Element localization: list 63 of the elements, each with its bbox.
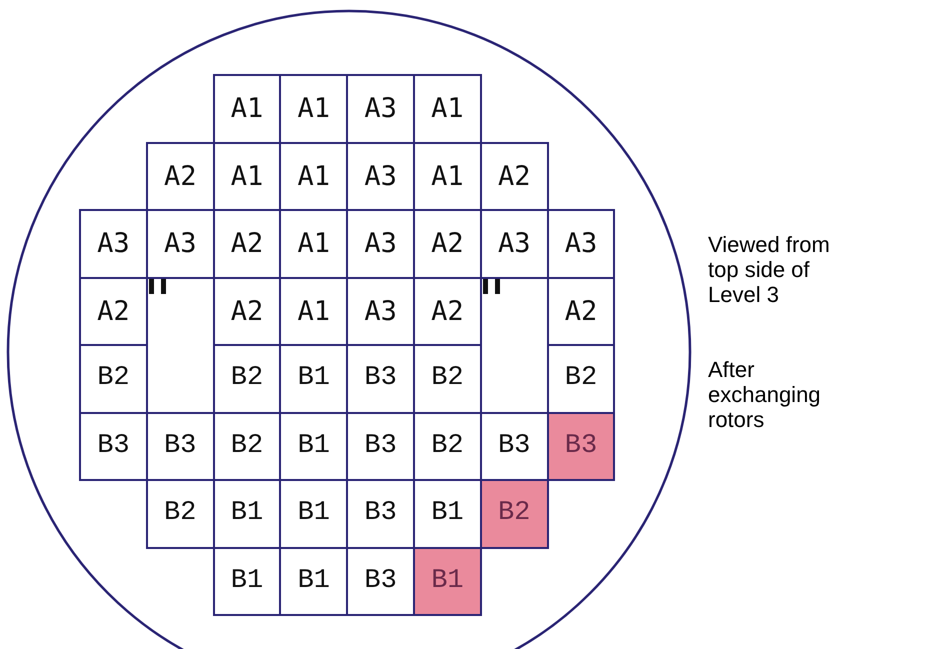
note-text: Viewed from top side of Level 3: [708, 232, 831, 307]
cell-label: A3: [364, 230, 397, 258]
note-text: After exchanging rotors: [708, 357, 822, 432]
cell-label: B3: [364, 365, 397, 392]
grid-cell: [212, 74, 282, 144]
cell-label: A3: [364, 162, 397, 190]
grid-cell: [79, 209, 148, 278]
grid-cell: [480, 142, 549, 211]
cell-label: A2: [164, 162, 196, 190]
cell-label: B3: [364, 568, 397, 595]
cell-label: B2: [230, 432, 264, 460]
grid-cell: [212, 546, 282, 616]
cell-label: A1: [230, 162, 264, 190]
grid-cell: [146, 142, 215, 211]
cell-label: B1: [298, 432, 330, 460]
cell-label: B3: [564, 432, 598, 460]
cell-label: A1: [298, 230, 330, 258]
grid-cell: [546, 412, 616, 481]
grid-cell: [480, 479, 549, 548]
cell-label: A1: [230, 95, 264, 122]
cell-label: B2: [230, 365, 264, 392]
cell-label: A2: [230, 230, 264, 258]
grid-cell: [413, 546, 482, 616]
cell-label: A1: [431, 162, 464, 190]
cell-label: B2: [498, 500, 530, 528]
cell-label: A1: [298, 298, 330, 325]
cell-label: B3: [97, 432, 130, 460]
cell-label: B1: [298, 568, 330, 595]
cell-label: B1: [298, 500, 330, 528]
cell-label: B1: [230, 500, 264, 528]
cell-label: A3: [164, 230, 196, 258]
cell-label: B2: [564, 365, 598, 392]
wafer-outline: [6, 9, 692, 649]
cell-label: B3: [364, 432, 397, 460]
cell-label: A2: [564, 298, 598, 325]
cell-label: B2: [431, 365, 464, 392]
cell-label: B3: [164, 432, 196, 460]
cell-label: A3: [97, 230, 130, 258]
cell-label: A1: [298, 95, 330, 122]
cell-label: A2: [498, 162, 530, 190]
cell-label: B2: [164, 500, 196, 528]
cell-label: B2: [431, 432, 464, 460]
cell-label: B3: [498, 432, 530, 460]
cell-label: A2: [431, 230, 464, 258]
cell-label: B3: [364, 500, 397, 528]
cell-label: B2: [97, 365, 130, 392]
cell-label: A3: [564, 230, 598, 258]
cell-label: A2: [97, 298, 130, 325]
cell-label: B1: [431, 568, 464, 595]
cell-label: A2: [230, 298, 264, 325]
grid-cell: [146, 479, 215, 548]
cell-label: A3: [498, 230, 530, 258]
cell-label: A3: [364, 298, 397, 325]
cell-label: A3: [364, 95, 397, 122]
cell-label: A1: [298, 162, 330, 190]
grid-cell: [546, 209, 616, 278]
cell-label: B1: [230, 568, 264, 595]
grid-cell: [79, 412, 148, 481]
cell-label: B1: [431, 500, 464, 528]
grid-cell: [413, 74, 482, 144]
cell-label: A1: [431, 95, 464, 122]
cell-label: B1: [298, 365, 330, 392]
cell-label: A2: [431, 298, 464, 325]
